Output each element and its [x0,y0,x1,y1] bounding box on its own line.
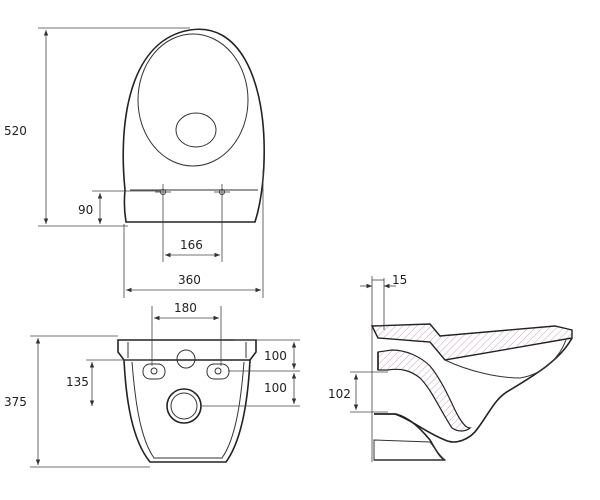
top-view: 520 90 166 360 [4,27,265,298]
rear-view: 180 375 135 100 100 [4,301,300,468]
top-view-bolt-hole-right [214,184,230,262]
top-view-bolt-hole-left [155,184,171,262]
top-view-inner-rim [137,33,249,167]
top-view-bowl-outline [122,28,265,223]
rear-view-outlet [166,388,202,424]
dim-lower-pipe-gap-100: 100 [264,381,287,395]
rear-view-bolt-slot-left [142,363,166,380]
dim-bolt-spacing-166: 166 [180,238,203,252]
dim-upper-pipe-gap-100: 100 [264,349,287,363]
dim-upper-spacing-180: 180 [174,301,197,315]
dim-length-520: 520 [4,124,27,138]
section-view: 15 102 [328,273,573,462]
dim-height-375: 375 [4,395,27,409]
section-view-rim [370,323,573,361]
section-view-siphon [377,349,472,432]
rear-view-bolt-slot-right [206,363,230,380]
dim-inlet-height-135: 135 [66,375,89,389]
rear-view-water-inlet [176,349,196,369]
dim-rim-thickness-15: 15 [392,273,407,287]
dim-width-360: 360 [178,273,201,287]
top-view-drain [175,112,217,148]
dim-outlet-height-102: 102 [328,387,351,401]
dim-bolt-offset-90: 90 [78,203,93,217]
rear-view-body [123,359,251,463]
